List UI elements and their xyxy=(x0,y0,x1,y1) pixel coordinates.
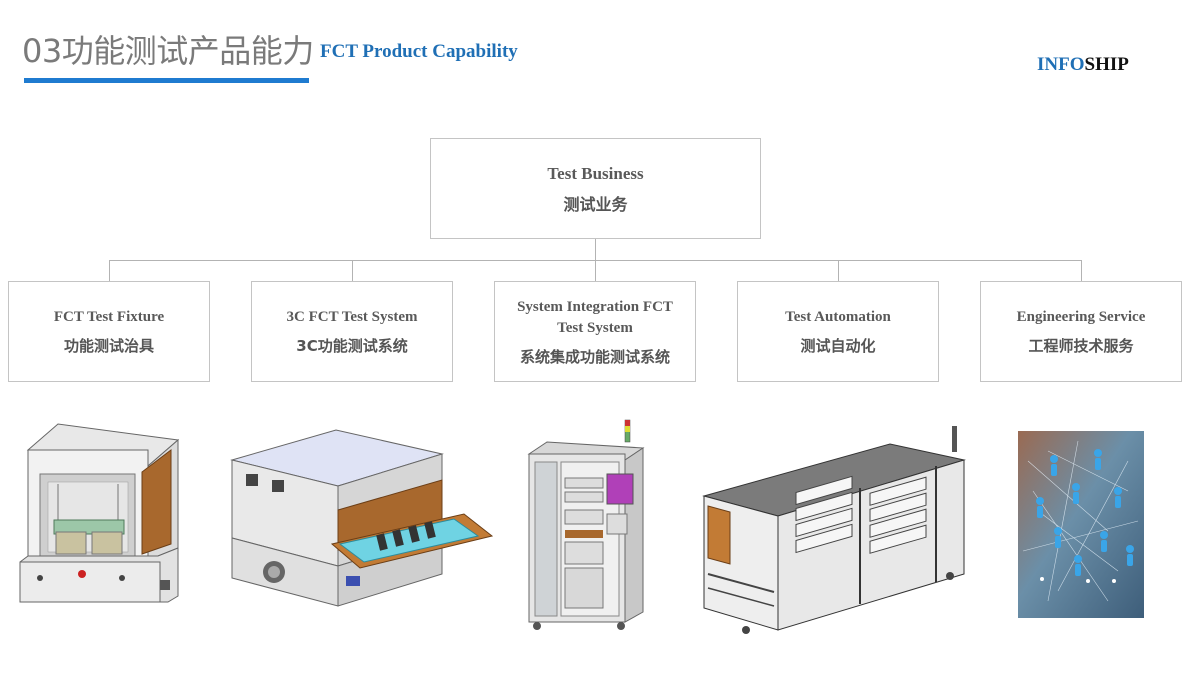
root-label-en: Test Business xyxy=(547,163,644,183)
automation-line-icon xyxy=(702,426,966,634)
logo-part-info: INFO xyxy=(1037,54,1085,75)
brand-logo: INFOSHIP xyxy=(1037,54,1129,76)
child-label-en: 3C FCT Test System xyxy=(286,309,418,325)
logo-part-ship: SHIP xyxy=(1084,54,1129,75)
child-label-en: FCT Test Fixture xyxy=(53,309,165,325)
title-underline xyxy=(24,78,309,83)
child-box-fct-fixture: FCT Test Fixture 功能测试治具 xyxy=(8,281,210,382)
connector-branch-2 xyxy=(352,260,353,281)
child-box-system-integration: System Integration FCT Test System 系统集成功… xyxy=(494,281,696,382)
connector-root-stem xyxy=(595,239,596,261)
3c-test-system-icon xyxy=(230,429,494,607)
fct-test-fixture-icon xyxy=(19,423,180,603)
connector-branch-3 xyxy=(595,260,596,281)
child-box-3c-test-system: 3C FCT Test System 3C功能测试系统 xyxy=(251,281,453,382)
connector-branch-5 xyxy=(1081,260,1082,281)
child-label-en: System Integration FCT Test System xyxy=(517,298,673,336)
child-label-en: Test Automation xyxy=(785,309,891,325)
engineering-network-icon xyxy=(1018,431,1144,618)
page-title-cn: 03功能测试产品能力 xyxy=(22,32,314,70)
child-label-en: Engineering Service xyxy=(1016,309,1146,325)
root-box-test-business: Test Business 测试业务 xyxy=(430,138,761,239)
root-label-zh: 测试业务 xyxy=(563,194,628,214)
connector-branch-4 xyxy=(838,260,839,281)
page-title-en: FCT Product Capability xyxy=(320,41,518,62)
child-label-zh: 功能测试治具 xyxy=(63,337,154,355)
child-label-zh: 3C功能测试系统 xyxy=(296,337,408,355)
child-label-zh: 测试自动化 xyxy=(800,337,876,355)
integration-cabinet-icon xyxy=(527,419,645,630)
child-label-zh: 系统集成功能测试系统 xyxy=(519,347,670,366)
child-box-test-automation: Test Automation 测试自动化 xyxy=(737,281,939,382)
child-label-zh: 工程师技术服务 xyxy=(1028,337,1134,355)
child-box-engineering-service: Engineering Service 工程师技术服务 xyxy=(980,281,1182,382)
connector-branch-1 xyxy=(109,260,110,281)
